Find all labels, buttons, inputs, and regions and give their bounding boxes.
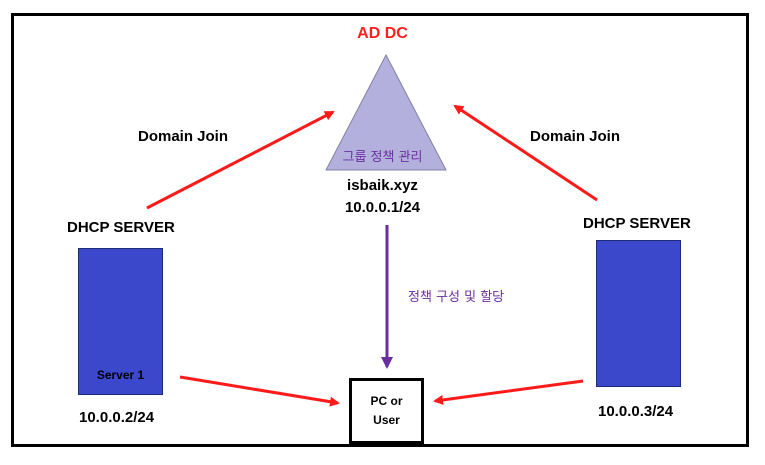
client-pc-box: PC or User [349,378,424,444]
dc-ip: 10.0.0.1/24 [344,199,421,216]
domain-join-label-left: Domain Join [138,128,229,145]
dhcp-server-heading-left: DHCP SERVER [67,219,175,236]
dhcp-arrow-left [179,375,340,407]
group-policy-label: 그룹 정책 관리 [342,150,423,165]
dhcp-arrow-right [433,379,584,405]
domain-join-arrow-left [146,110,335,210]
diagram-frame [11,13,749,447]
dhcp-server-left: Server 1 [78,248,163,395]
dhcp-ip-left: 10.0.0.2/24 [79,409,155,426]
ad-dc-title: AD DC [357,25,408,42]
dhcp-server-heading-right: DHCP SERVER [583,215,691,232]
dhcp-ip-right: 10.0.0.3/24 [598,403,674,420]
client-label-line1: PC or [370,394,403,408]
dhcp-server-right [596,240,681,387]
domain-name: isbaik.xyz [347,177,418,194]
policy-assign-label: 정책 구성 및 할당 [408,290,505,305]
server-caption: Server 1 [96,368,145,382]
client-label-line2: User [373,413,400,427]
ad-dc-triangle [325,53,447,171]
domain-join-label-right: Domain Join [530,128,621,145]
domain-join-arrow-right [453,104,598,202]
